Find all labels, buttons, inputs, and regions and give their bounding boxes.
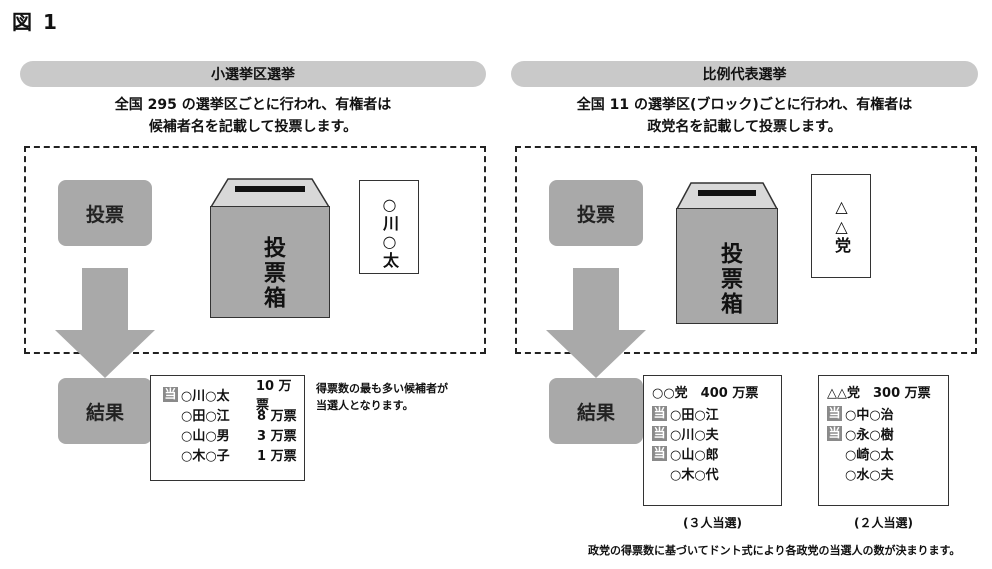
member-name: ○木○代 [670, 467, 719, 483]
right-heading: 比例代表選挙 [702, 67, 787, 83]
party1-member-row: 当 ○山○郎 [652, 443, 781, 463]
member-name: ○崎○太 [845, 447, 894, 463]
left-result-row: ○田○江 8 万票 [163, 404, 304, 424]
elected-marker: 当 [827, 405, 842, 421]
right-ballot-box-lid [676, 182, 778, 210]
left-description: 全国 295 の選挙区ごとに行われ、有権者は 候補者名を記載して投票します。 [20, 94, 486, 138]
candidate-name: ○川○太 [180, 388, 230, 404]
right-ballot-box-label: 投票箱 [717, 242, 742, 317]
right-ballot-box: 投票箱 [676, 182, 778, 324]
left-heading-banner: 小選挙区選挙 [20, 61, 486, 87]
member-name: ○山○郎 [670, 447, 719, 463]
right-desc-line2: 政党名を記載して投票します。 [647, 119, 842, 135]
candidate-votes: 3 万票 [257, 428, 297, 444]
elected-marker: 当 [652, 445, 667, 461]
candidate-votes: 8 万票 [257, 408, 297, 424]
right-result-label: 結果 [576, 401, 615, 424]
elected-marker: 当 [652, 425, 667, 441]
candidate-name: ○木○子 [181, 448, 230, 464]
right-heading-banner: 比例代表選挙 [511, 61, 978, 87]
left-ballot-box: 投票箱 [210, 178, 330, 318]
party2-member-row: 当 ○永○樹 [827, 423, 948, 443]
left-result-table: 当 ○川○太 10 万票 ○田○江 8 万票 ○山○男 3 万票 ○木○子 1 … [150, 375, 305, 481]
left-result-row: ○木○子 1 万票 [163, 444, 304, 464]
party2-result-table: △△党 300 万票 当 ○中○治 当 ○永○樹 ○崎○太 ○水○夫 [818, 375, 949, 506]
elected-marker: 当 [163, 386, 178, 402]
right-ballot-paper: △△党 [811, 174, 871, 278]
left-note-line2: 当選人となります。 [316, 399, 414, 412]
left-heading: 小選挙区選挙 [211, 67, 295, 83]
left-desc-line2: 候補者名を記載して投票します。 [148, 119, 358, 135]
party2-member-row: ○水○夫 [827, 463, 948, 483]
member-name: ○水○夫 [845, 467, 894, 483]
left-note-line1: 得票数の最も多い候補者が [316, 382, 448, 395]
left-result-row: 当 ○川○太 10 万票 [163, 379, 304, 413]
right-vote-label: 投票 [576, 203, 615, 226]
candidate-name: ○山○男 [181, 428, 230, 444]
elected-marker: 当 [827, 425, 842, 441]
party2-member-row: 当 ○中○治 [827, 403, 948, 423]
left-ballot-box-lid [210, 178, 330, 208]
right-voting-area [515, 146, 977, 354]
candidate-votes: 1 万票 [257, 448, 297, 464]
member-name: ○永○樹 [845, 427, 894, 443]
party1-member-row: 当 ○川○夫 [652, 423, 781, 443]
left-vote-box: 投票 [58, 180, 152, 246]
figure-title: 図 1 [12, 10, 59, 34]
left-down-arrow [55, 268, 155, 378]
candidate-votes: 10 万票 [255, 379, 292, 413]
left-desc-line1: 全国 295 の選挙区ごとに行われ、有権者は [114, 97, 392, 113]
party2-caption: (２人当選) [854, 516, 913, 530]
elected-marker: 当 [652, 405, 667, 421]
left-result-box: 結果 [58, 378, 152, 444]
member-name: ○田○江 [670, 407, 719, 423]
party2-header: △△党 300 万票 [827, 385, 931, 401]
left-note: 得票数の最も多い候補者が 当選人となります。 [316, 380, 448, 414]
party1-result-table: ○○党 400 万票 当 ○田○江 当 ○川○夫 当 ○山○郎 ○木○代 [643, 375, 782, 506]
right-vote-box: 投票 [549, 180, 643, 246]
left-vote-label: 投票 [85, 203, 124, 226]
right-result-box: 結果 [549, 378, 643, 444]
left-ballot-text: ○川○太 [380, 195, 399, 269]
party1-header: ○○党 400 万票 [652, 385, 759, 401]
left-result-label: 結果 [85, 401, 124, 424]
party1-member-row: 当 ○田○江 [652, 403, 781, 423]
member-name: ○中○治 [845, 407, 894, 423]
party1-member-row: ○木○代 [652, 463, 781, 483]
left-ballot-box-label: 投票箱 [260, 236, 285, 311]
right-description: 全国 11 の選挙区(ブロック)ごとに行われ、有権者は 政党名を記載して投票しま… [511, 94, 978, 138]
member-name: ○川○夫 [670, 427, 719, 443]
party1-caption: (３人当選) [683, 516, 742, 530]
candidate-name: ○田○江 [181, 408, 230, 424]
right-down-arrow [546, 268, 646, 378]
left-ballot-paper: ○川○太 [359, 180, 419, 274]
right-ballot-text: △△党 [832, 197, 851, 254]
right-footnote: 政党の得票数に基づいてドント式により各政党の当選人の数が決まります。 [588, 544, 961, 557]
left-voting-area [24, 146, 486, 354]
right-desc-line1: 全国 11 の選挙区(ブロック)ごとに行われ、有権者は [576, 97, 913, 113]
party2-member-row: ○崎○太 [827, 443, 948, 463]
left-result-row: ○山○男 3 万票 [163, 424, 304, 444]
